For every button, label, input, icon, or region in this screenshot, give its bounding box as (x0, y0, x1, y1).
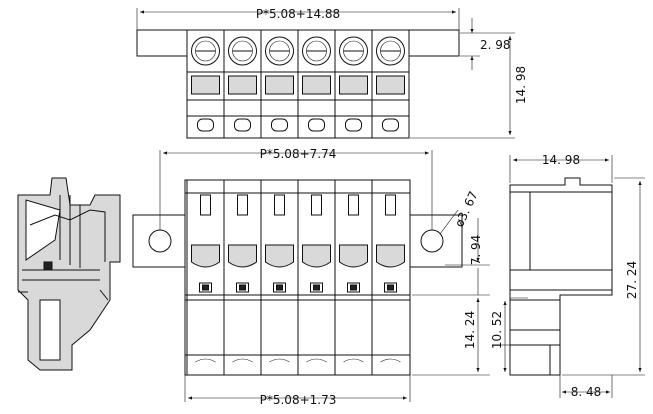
screw-shaft (237, 194, 248, 216)
wire-entry (345, 118, 362, 132)
test-port-inner (350, 284, 357, 291)
clamp-block (302, 75, 331, 95)
test-port-inner (202, 284, 209, 291)
test-port-inner (387, 284, 394, 291)
wire-entry (197, 118, 214, 132)
wire-clamp (376, 244, 405, 268)
mounting-hole-left (148, 229, 172, 253)
top-view (136, 29, 460, 139)
top-view-poles (186, 30, 405, 138)
clamp-block (265, 75, 294, 95)
dim-side-width: 14. 98 (542, 153, 580, 167)
front-view-poles (186, 180, 405, 375)
clamp-block (376, 75, 405, 95)
screw-shaft (274, 194, 285, 216)
test-port-inner (239, 284, 246, 291)
dim-bottom-width: P*5.08+1.73 (260, 393, 337, 407)
screw-shaft (200, 194, 211, 216)
dim-side-total-height: 27. 24 (625, 261, 639, 299)
test-port-inner (313, 284, 320, 291)
pin-contact (306, 358, 327, 363)
clamp-block (228, 75, 257, 95)
dim-front-height-upper: 7. 94 (469, 235, 483, 266)
front-view (132, 179, 463, 376)
top-dimensions: P*5.08+14.88 2. 98 14. 98 (136, 7, 528, 139)
test-port-inner (276, 284, 283, 291)
clamp-block (191, 75, 220, 95)
side-dimensions: 14. 98 27. 24 10. 52 8. 48 (490, 153, 645, 399)
pin-contact (343, 358, 364, 363)
wire-clamp (265, 244, 294, 268)
screw-shaft (311, 194, 322, 216)
screw-shaft (348, 194, 359, 216)
dim-top-offset: 2. 98 (480, 38, 511, 52)
wire-entry (308, 118, 325, 132)
wire-clamp (339, 244, 368, 268)
wire-entry (271, 118, 288, 132)
pin-contact (380, 358, 401, 363)
screw-shaft (385, 194, 396, 216)
wire-entry (234, 118, 251, 132)
dim-side-bottom-width: 8. 48 (571, 385, 602, 399)
dim-front-pitch-width: P*5.08+7.74 (260, 147, 337, 161)
wire-clamp (191, 244, 220, 268)
pin-contact (232, 358, 253, 363)
pin-contact (195, 358, 216, 363)
clamp-block (339, 75, 368, 95)
dim-side-lower-height: 10. 52 (490, 311, 504, 349)
dim-top-width: P*5.08+14.88 (256, 7, 340, 21)
side-view (509, 177, 613, 376)
wire-clamp (302, 244, 331, 268)
dim-hole-diameter: ø3. 67 (452, 189, 481, 229)
mounting-hole-right (420, 229, 444, 253)
dim-front-height-lower: 14. 24 (463, 311, 477, 349)
dim-top-height: 14. 98 (514, 66, 528, 104)
pin-contact (269, 358, 290, 363)
section-view (17, 177, 121, 371)
wire-clamp (228, 244, 257, 268)
wire-entry (382, 118, 399, 132)
